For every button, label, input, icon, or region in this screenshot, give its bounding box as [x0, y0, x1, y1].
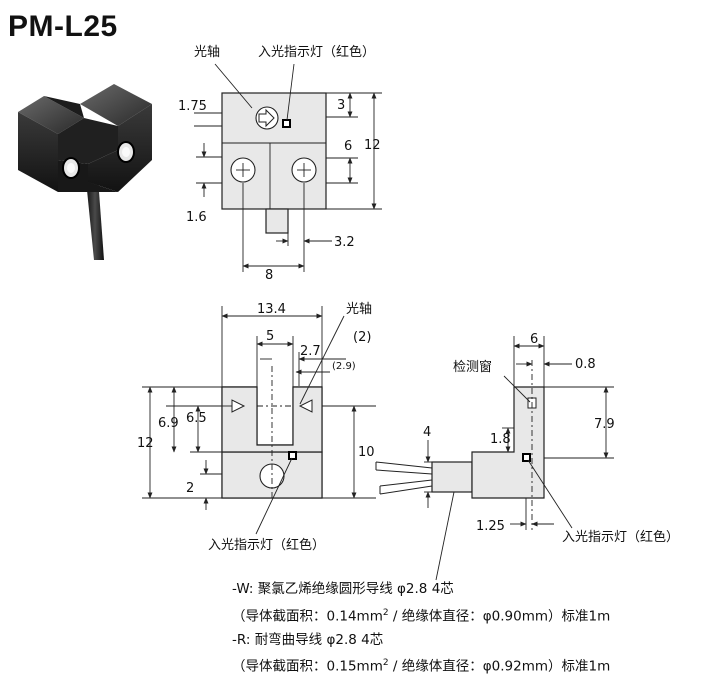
indicator-led-icon: [288, 451, 297, 460]
product-photo: [18, 84, 152, 260]
cable-spec-r-detail: （导体截面积：0.15mm2 / 绝缘体直径：φ0.92mm）标准1m: [232, 652, 610, 679]
dim-3-2: 3.2: [334, 235, 355, 250]
cable-spec-w-detail-b: / 绝缘体直径：φ0.90mm）标准1m: [388, 608, 611, 624]
dim-10: 10: [358, 445, 375, 460]
top-view-cable: [265, 208, 289, 234]
cable-spec-r-sup: 2: [382, 658, 389, 668]
dim-8: 8: [265, 268, 273, 283]
dim-12: 12: [364, 138, 381, 153]
cable-spec-r-detail-b: / 绝缘体直径：φ0.92mm）标准1m: [388, 658, 611, 675]
dim-2: 2: [186, 481, 194, 496]
cable-spec-w-detail-a: （导体截面积：0.14mm: [232, 608, 383, 624]
cable-spec-r-main: 耐弯曲导线 φ2.8 4芯: [254, 631, 384, 648]
dim-6: 6: [344, 139, 352, 154]
dim-6-side: 6: [530, 332, 538, 347]
side-view-cable: [431, 461, 473, 493]
top-optical-axis-label: 光轴: [194, 45, 220, 60]
dim-1-75: 1.75: [178, 99, 207, 114]
front-view: 光轴 (2) 13.4 5 2.7 (2.9) 6.9 6.5 12 10 2 …: [137, 302, 376, 553]
cable-spec-w-prefix: -W:: [232, 581, 258, 597]
front-optical-axis-label: 光轴: [346, 302, 372, 317]
top-indicator-label: 入光指示灯（红色）: [258, 44, 375, 60]
cable-spec-r: -R: 耐弯曲导线 φ2.8 4芯: [232, 629, 610, 653]
detect-window-label: 检测窗: [453, 359, 492, 375]
top-view: 光轴 入光指示灯（红色） 1.75 3 6 12 1.6 3.2 8: [178, 44, 382, 283]
product-title: PM-L25: [8, 10, 118, 43]
dim-6-9: 6.9: [158, 416, 179, 431]
dim-2-paren: (2): [353, 330, 371, 345]
dim-2-9: (2.9): [332, 361, 356, 372]
cable-spec: -W: 聚氯乙烯绝缘圆形导线 φ2.8 4芯（导体截面积：0.14mm2 / 绝…: [232, 578, 610, 679]
cable-spec-r-detail-a: （导体截面积：0.15mm: [232, 658, 383, 675]
dim-2-7: 2.7: [300, 344, 321, 359]
dim-4: 4: [423, 425, 431, 440]
dim-3: 3: [337, 98, 345, 113]
indicator-led-icon: [522, 453, 531, 462]
dim-6-5: 6.5: [186, 411, 207, 426]
cable-spec-r-prefix: -R:: [232, 631, 255, 648]
dim-1-6: 1.6: [186, 210, 207, 225]
cable-spec-w: -W: 聚氯乙烯绝缘圆形导线 φ2.8 4芯: [232, 578, 610, 602]
cable-spec-w-sup: 2: [382, 607, 389, 618]
dim-0-8: 0.8: [575, 357, 596, 372]
indicator-led-icon: [282, 119, 291, 128]
dim-12-front: 12: [137, 436, 154, 451]
side-indicator-label: 入光指示灯（红色）: [562, 529, 679, 545]
dim-1-25: 1.25: [476, 519, 505, 534]
dim-13-4: 13.4: [257, 302, 286, 317]
dim-5: 5: [266, 329, 274, 344]
front-indicator-label: 入光指示灯（红色）: [208, 537, 325, 553]
dim-1-8: 1.8: [490, 432, 511, 447]
cable-spec-w-detail: （导体截面积：0.14mm2 / 绝缘体直径：φ0.90mm）标准1m: [232, 602, 610, 629]
dim-7-9: 7.9: [594, 417, 615, 432]
cable-spec-w-main: 聚氯乙烯绝缘圆形导线 φ2.8 4芯: [257, 581, 454, 597]
side-view: 6 0.8 检测窗 7.9 4 1.8 1.25 入光指示灯（红色）: [375, 332, 679, 581]
